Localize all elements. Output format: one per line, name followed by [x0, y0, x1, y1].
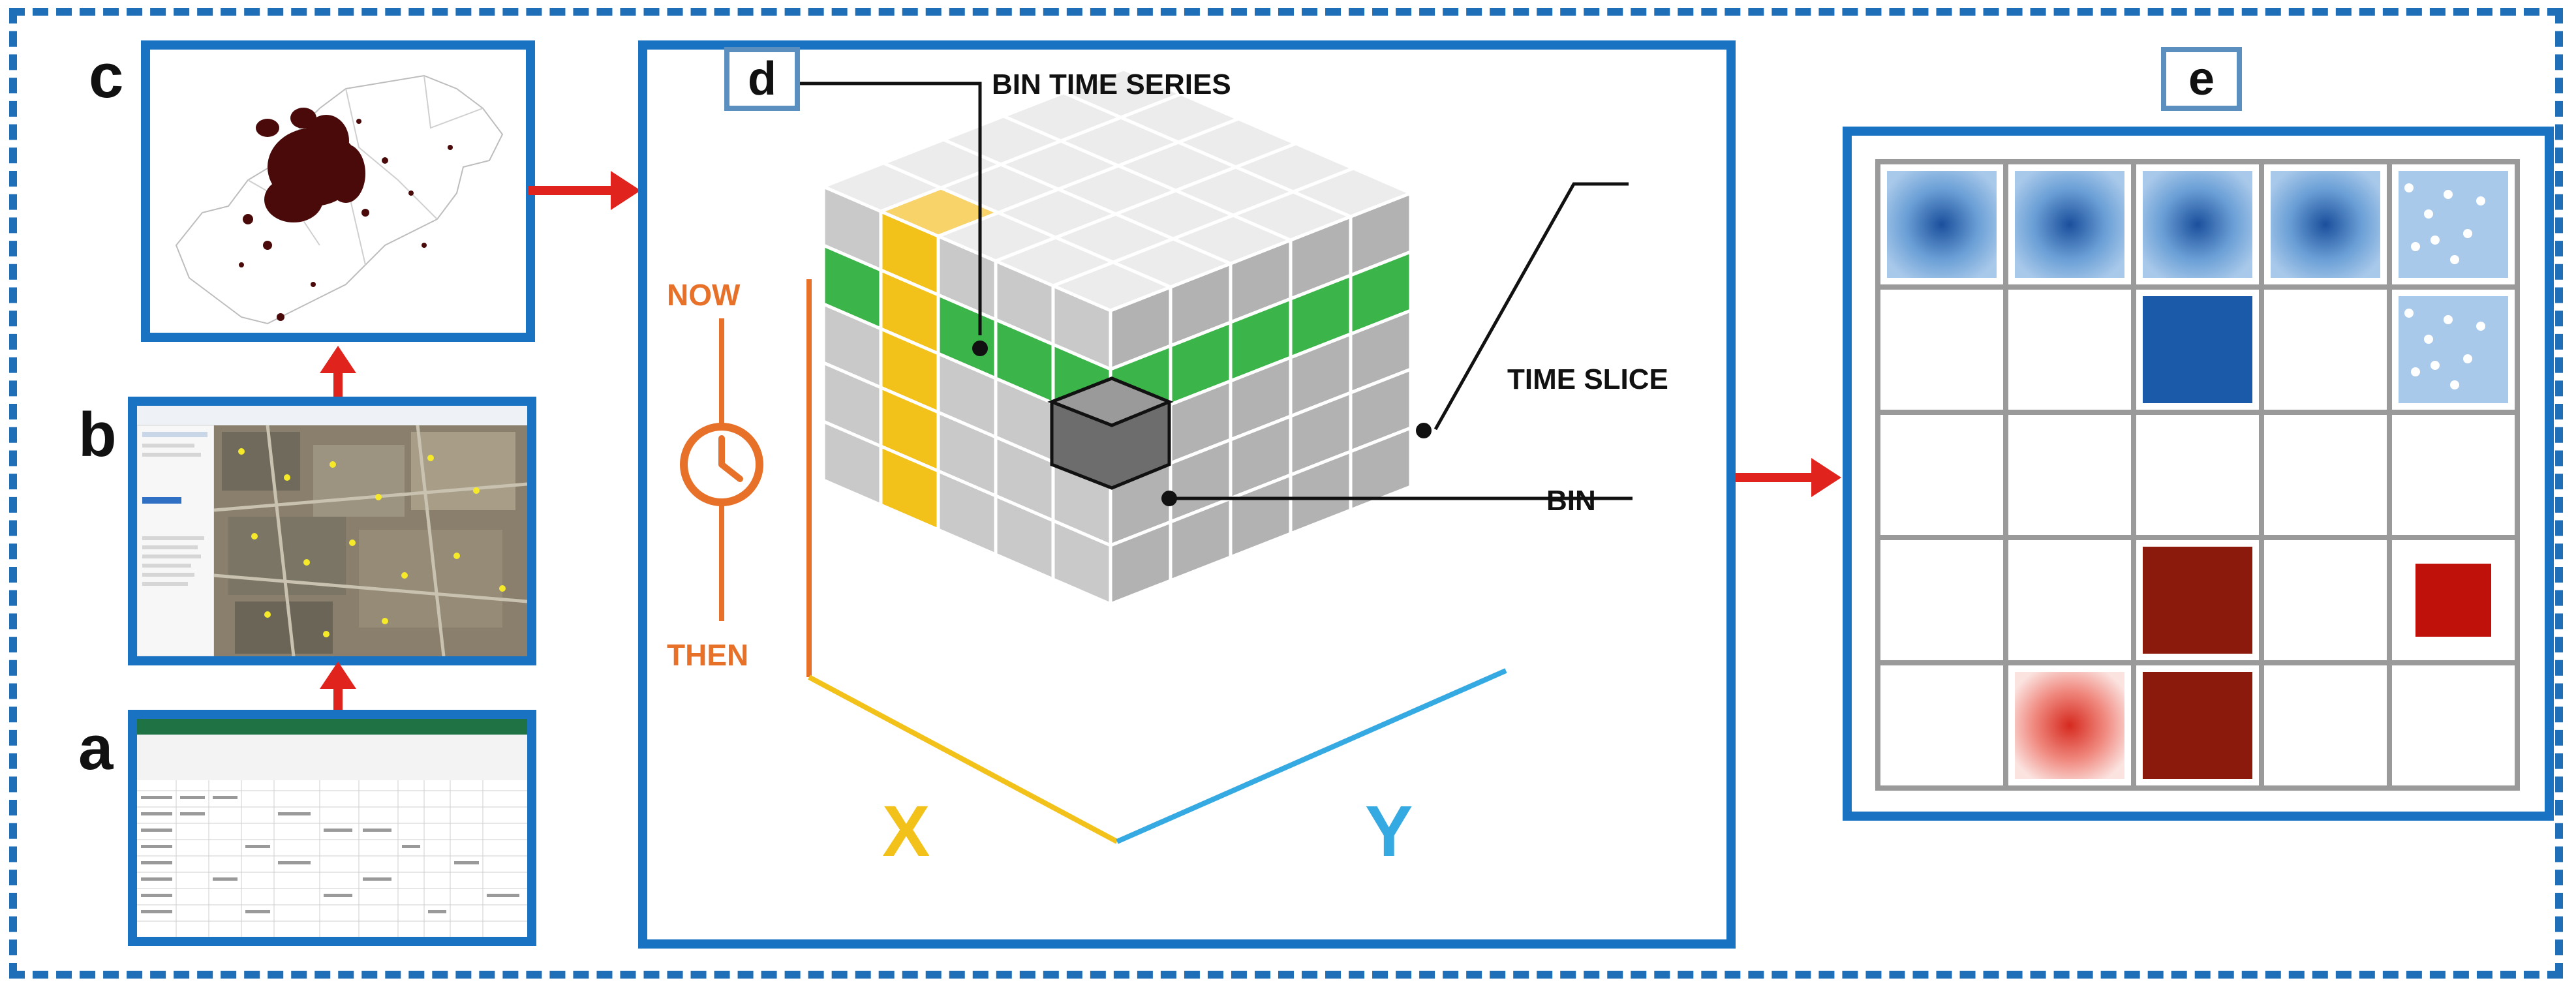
- gis-window-graphic: [137, 406, 527, 656]
- speckle: [2476, 196, 2485, 205]
- x-axis-line: [808, 675, 1118, 844]
- grid-cell: [2003, 535, 2136, 665]
- bin-time-series-leader: [784, 82, 982, 335]
- cold-spot-sporadic-group: [2399, 296, 2508, 403]
- grid-cell: [2003, 284, 2136, 415]
- panel-c-point-map: [141, 40, 535, 342]
- speckle: [2424, 335, 2433, 344]
- label-bin: BIN: [1546, 485, 1596, 517]
- incident-cluster: [239, 108, 453, 321]
- panel-label-d: d: [724, 47, 800, 111]
- hot-spot-intensifying-bin: [2015, 672, 2124, 779]
- label-x-axis: X: [882, 791, 930, 872]
- label-time-slice: TIME SLICE: [1507, 363, 1668, 395]
- speckle: [2411, 242, 2420, 251]
- cold-spot-intensifying-bin: [2271, 171, 2380, 278]
- clock-hands: [718, 435, 743, 482]
- label-bin-time-series: BIN TIME SERIES: [992, 68, 1231, 100]
- cold-spot-intensifying-bin: [2015, 171, 2124, 278]
- speckle: [2463, 229, 2472, 238]
- panel-e-hotspot-grid: [1843, 127, 2554, 821]
- grid-cell: [1875, 535, 2008, 665]
- grid-cell: [1875, 284, 2008, 415]
- bin-dot: [1161, 491, 1177, 506]
- cube-bin-right-face: [1349, 425, 1413, 513]
- speckle: [2430, 236, 2440, 245]
- speckle: [2430, 361, 2440, 370]
- grid-cell: [2259, 660, 2392, 791]
- speckle: [2450, 380, 2459, 389]
- grid-cell: [2003, 410, 2136, 540]
- panel-a-spreadsheet: [128, 710, 536, 946]
- outer-dashed-frame: [9, 8, 2563, 979]
- time-slice-dot: [1416, 423, 1432, 438]
- time-slice-leader: [1434, 182, 1629, 431]
- cold-spot-persistent-bin: [2143, 296, 2252, 403]
- label-y-axis: Y: [1365, 791, 1413, 872]
- grid-cell: [2259, 535, 2392, 665]
- cold-spot-intensifying-bin: [2143, 171, 2252, 278]
- grid-cell: [1875, 410, 2008, 540]
- cube-bins: [819, 67, 1415, 607]
- cube-bin-top-face: [1059, 67, 1186, 119]
- grid-cells: [1875, 159, 2520, 791]
- label-now: NOW: [667, 278, 741, 312]
- label-then: THEN: [667, 638, 748, 672]
- grid-cell: [1875, 660, 2008, 791]
- grid-cell: [2259, 410, 2392, 540]
- incident-markers: [238, 448, 506, 637]
- speckle: [2463, 354, 2472, 363]
- speckle: [2444, 190, 2453, 199]
- speckle: [2450, 255, 2459, 264]
- space-time-cube-graphic: BIN TIME SERIES TIME SLICE BIN NOW THEN …: [667, 67, 1668, 872]
- panel-label-e: e: [2161, 47, 2242, 111]
- panel-d-space-time-cube: BIN TIME SERIES TIME SLICE BIN NOW THEN …: [638, 40, 1736, 949]
- panel-label-a: a: [78, 713, 114, 783]
- speckle: [2404, 183, 2414, 192]
- cold-spot-sporadic-group: [2399, 171, 2508, 278]
- label-leaders: [784, 82, 1633, 500]
- hot-spot-new-bin: [2415, 564, 2491, 637]
- hot-spot-persistent-bin: [2143, 672, 2252, 779]
- y-axis-line: [1116, 668, 1507, 844]
- spreadsheet-gridlines: [137, 780, 527, 937]
- speckle: [2424, 209, 2433, 219]
- panel-b-gis-window: [128, 397, 536, 665]
- cold-spot-intensifying-bin: [1887, 171, 1997, 278]
- speckle: [2476, 322, 2485, 331]
- highlighted-bin-top: [1047, 376, 1174, 427]
- speckle: [2411, 367, 2420, 376]
- cube-bin-left-face: [821, 419, 883, 508]
- hotspot-grid-graphic: [1852, 136, 2545, 812]
- speckle: [2404, 309, 2414, 318]
- bin-time-series-dot: [972, 341, 988, 356]
- grid-cell: [2131, 410, 2264, 540]
- grid-cell: [2387, 410, 2520, 540]
- point-map-graphic: [175, 74, 504, 325]
- grid-cell: [2387, 660, 2520, 791]
- hot-spot-persistent-bin: [2143, 547, 2252, 654]
- speckle: [2444, 315, 2453, 324]
- spreadsheet-graphic: [137, 719, 527, 937]
- panel-label-b: b: [78, 400, 117, 470]
- panel-label-c: c: [89, 41, 124, 111]
- grid-cell: [2259, 284, 2392, 415]
- axis-lines: [680, 279, 1507, 844]
